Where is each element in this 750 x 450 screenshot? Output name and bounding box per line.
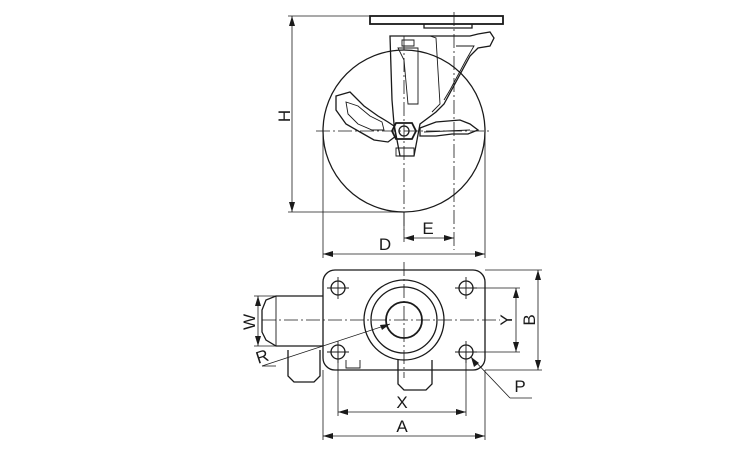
swivel-head <box>423 24 473 29</box>
label-b: B <box>520 314 539 325</box>
dim-h-arrow-top <box>289 16 295 26</box>
label-y: Y <box>497 314 516 325</box>
label-w: W <box>240 314 259 330</box>
side-view: H E D <box>275 12 504 258</box>
label-d: D <box>379 235 391 254</box>
label-h: H <box>275 110 294 122</box>
dim-d-arrow-left <box>323 251 333 257</box>
fork-rib <box>429 35 441 113</box>
label-a: A <box>396 417 408 436</box>
dim-x-arrow-right <box>456 409 466 415</box>
fork-inner <box>397 47 419 105</box>
dim-w-arrow-bottom <box>255 336 261 346</box>
brake-lever <box>335 91 397 143</box>
dim-b-arrow-top <box>535 270 541 280</box>
small-tab <box>345 360 361 369</box>
dim-x-arrow-left <box>338 409 348 415</box>
dim-a-arrow-left <box>323 433 333 439</box>
label-p: P <box>514 377 525 396</box>
fork-bracket <box>389 31 495 157</box>
label-e: E <box>422 219 433 238</box>
dim-r-leader <box>261 323 391 367</box>
dim-w-arrow-top <box>255 296 261 306</box>
dim-y-arrow-top <box>513 288 519 298</box>
dim-p-arrow <box>471 357 479 367</box>
top-view: W R Y B P X <box>240 262 542 440</box>
fork-slot <box>401 39 415 47</box>
brake-lever-inner <box>345 101 385 131</box>
label-r: R <box>254 346 272 368</box>
brake-shoe-line <box>423 129 471 133</box>
brake-housing <box>261 295 323 347</box>
dim-e-arrow-right <box>444 235 454 241</box>
dim-h-arrow-bottom <box>289 202 295 212</box>
dim-e-arrow-left <box>404 235 414 241</box>
fork-brace <box>443 45 475 101</box>
dim-r-arrow <box>380 324 390 330</box>
brake-pedal <box>287 350 321 383</box>
front-tab <box>397 360 433 391</box>
dim-d-arrow-right <box>475 251 485 257</box>
dim-y-arrow-bottom <box>513 342 519 352</box>
label-x: X <box>396 393 407 412</box>
brake-pad <box>395 147 415 157</box>
top-plate <box>369 15 504 25</box>
brake-shoe <box>419 119 480 137</box>
dim-a-arrow-right <box>475 433 485 439</box>
dim-b-arrow-bottom <box>535 360 541 370</box>
